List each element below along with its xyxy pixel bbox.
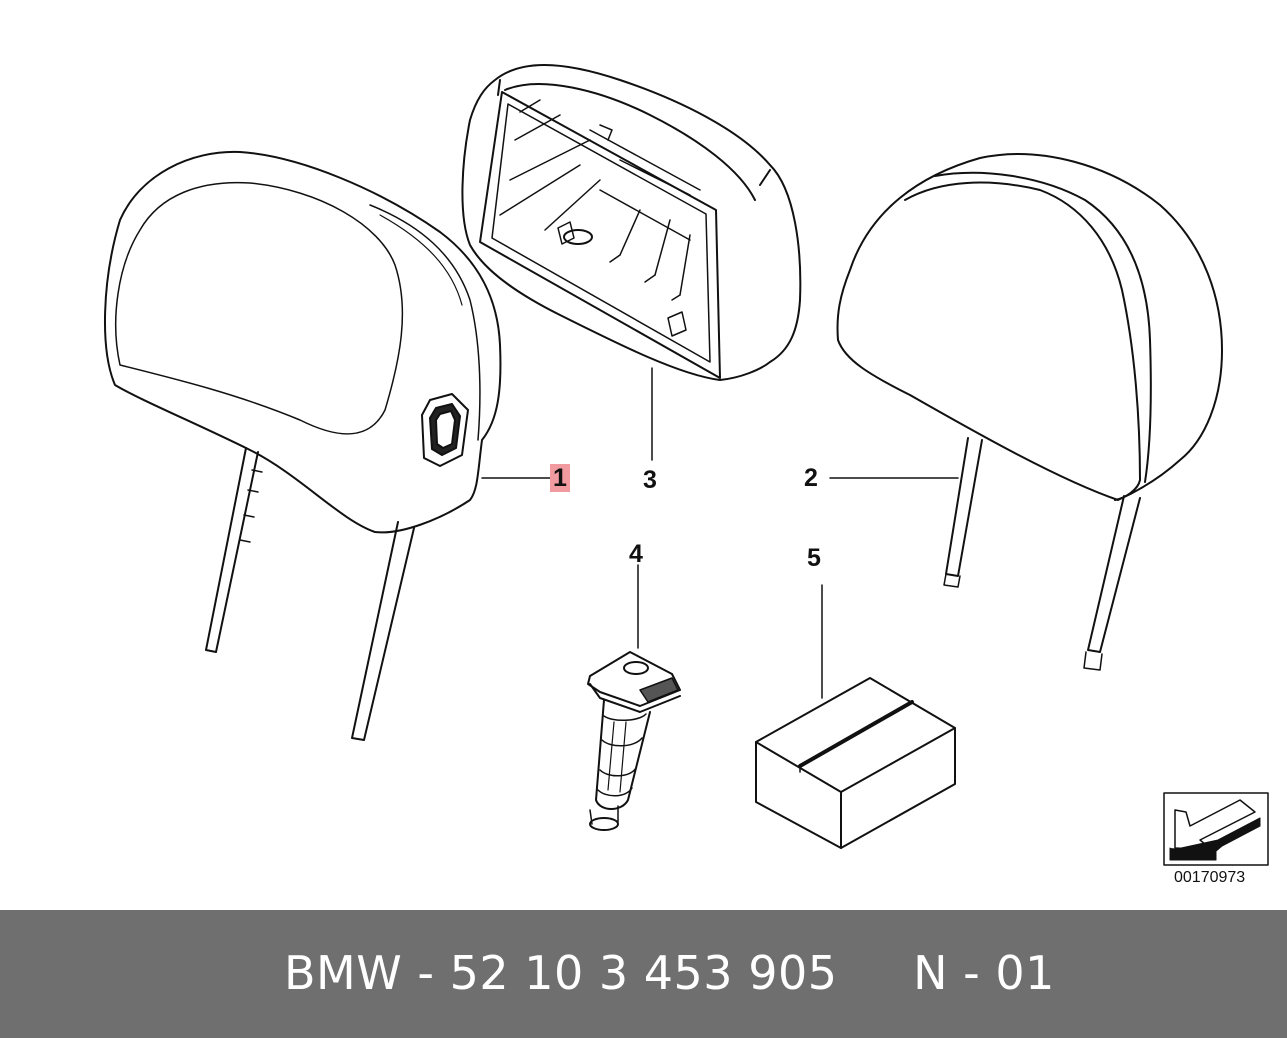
callout-2[interactable]: 2 (804, 464, 818, 492)
part-3-frame (461, 64, 802, 461)
part-2-headrest (829, 153, 1223, 671)
parts-diagram (104, 64, 1269, 866)
part-5-box (755, 584, 956, 849)
arrow-left-down-icon (1163, 792, 1269, 866)
callout-4[interactable]: 4 (629, 540, 643, 568)
diagram-code: 00170973 (1174, 869, 1246, 886)
part-1-headrest (104, 150, 502, 741)
callout-1[interactable]: 1 (550, 464, 570, 492)
callout-5[interactable]: 5 (807, 544, 821, 572)
part-number-label: BMW - 52 10 3 453 905 N - 01 (284, 946, 1055, 1000)
callout-3[interactable]: 3 (643, 466, 657, 494)
footer-bar (0, 910, 1287, 1038)
part-4-guide-sleeve (587, 564, 681, 831)
